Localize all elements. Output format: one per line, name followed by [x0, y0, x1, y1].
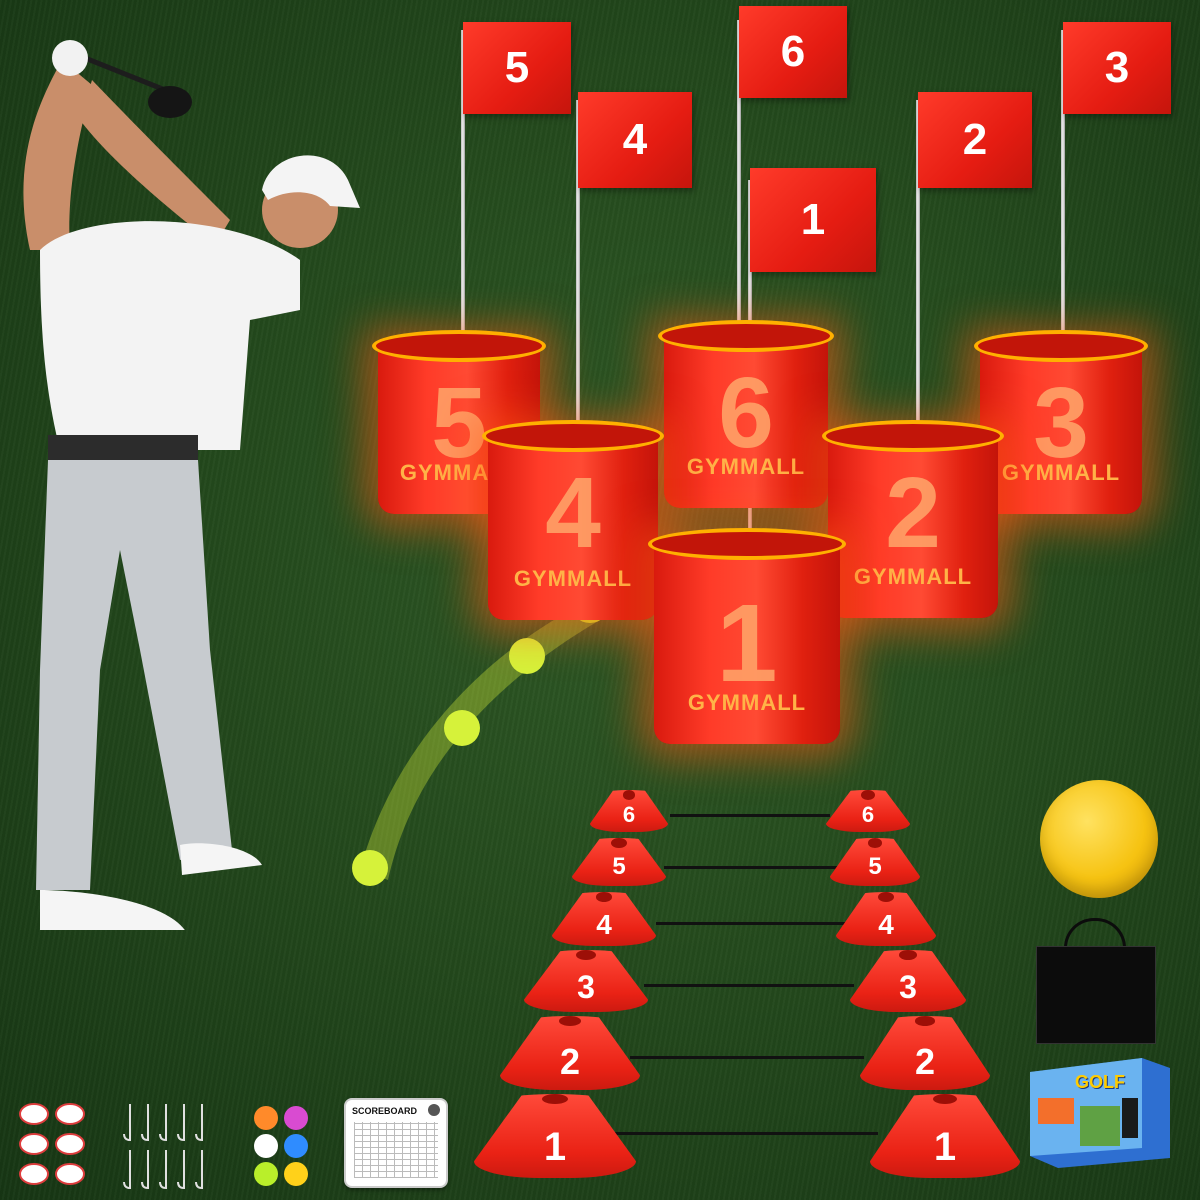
flag-6: 6 [739, 6, 847, 98]
cone-3-right: 3 [850, 950, 966, 1012]
target-bucket-4: 4 GYMMALL [482, 420, 664, 620]
carry-bag [1036, 946, 1156, 1044]
flag-4: 4 [578, 92, 692, 188]
bucket-number: 5 [431, 367, 487, 479]
cone-label: 3 [577, 968, 595, 1005]
cone-6-left: 6 [590, 790, 668, 832]
frisbee-disc [1040, 780, 1158, 898]
bucket-brand: GYMMALL [686, 454, 806, 479]
cone-1-right: 1 [870, 1094, 1020, 1178]
flag-1: 1 [750, 168, 876, 272]
cone-3-left: 3 [524, 950, 648, 1012]
cone-4-left: 4 [552, 892, 656, 946]
bucket-number: 3 [1033, 367, 1089, 479]
target-bucket-1: 1 GYMMALL [648, 528, 846, 744]
cone-2-left: 2 [500, 1016, 640, 1090]
bag-handle [1064, 918, 1126, 961]
scoreboard-grid [354, 1122, 438, 1178]
cone-2-right: 2 [860, 1016, 990, 1090]
cone-label: 5 [612, 853, 626, 881]
cone-label: 4 [596, 908, 612, 940]
flag-pole-2 [916, 100, 920, 450]
ground-hooks-icon [123, 1104, 203, 1190]
bucket-number: 1 [716, 582, 778, 705]
flag-5: 5 [463, 22, 571, 114]
ground-stakes-icon [19, 1103, 85, 1185]
scoreboard-clip-icon [428, 1104, 440, 1116]
cone-label: 2 [559, 1040, 581, 1082]
cone-rope-4 [656, 922, 846, 925]
cone-5-right: 5 [830, 838, 920, 886]
cone-label: 3 [899, 968, 917, 1005]
flag-pole-3 [1061, 30, 1065, 360]
target-bucket-6: 6 GYMMALL [658, 320, 834, 508]
target-bucket-2: 2 GYMMALL [822, 420, 1004, 618]
cone-label: 4 [878, 908, 894, 940]
bucket-brand: GYMMALL [687, 690, 807, 715]
cone-label: 5 [868, 853, 882, 881]
bucket-brand: GYMMALL [513, 566, 633, 591]
scoreboard-title: SCOREBOARD [352, 1106, 418, 1116]
bucket-number: 2 [885, 457, 941, 569]
golfer-figure [23, 40, 360, 930]
cone-rope-1 [614, 1132, 878, 1135]
flag-pole-4 [576, 100, 580, 450]
cone-label: 2 [914, 1040, 936, 1082]
flag-pole-5 [461, 30, 465, 360]
box-title: GOLF [1075, 1072, 1125, 1092]
cone-1-left: 1 [474, 1094, 636, 1178]
cone-label: 1 [543, 1124, 567, 1169]
flag-pole-6 [737, 20, 741, 340]
bucket-number: 4 [545, 457, 601, 569]
cone-5-left: 5 [572, 838, 666, 886]
target-bucket-3: 3 GYMMALL [974, 330, 1148, 514]
box-art [1030, 1058, 1170, 1168]
cone-label: 1 [933, 1124, 957, 1169]
bucket-number: 6 [718, 357, 774, 469]
cone-rope-3 [644, 984, 854, 987]
cone-rope-6 [670, 814, 830, 817]
bucket-brand: GYMMALL [853, 564, 973, 589]
cone-6-right: 6 [826, 790, 910, 832]
cone-label: 6 [622, 801, 636, 827]
game-box: GOLF [1030, 1058, 1170, 1168]
cone-4-right: 4 [836, 892, 936, 946]
cone-rope-2 [630, 1056, 864, 1059]
cone-rope-5 [664, 866, 840, 869]
flag-2: 2 [918, 92, 1032, 188]
scoreboard: SCOREBOARD [344, 1098, 448, 1188]
bucket-brand: GYMMALL [1001, 460, 1121, 485]
flag-3: 3 [1063, 22, 1171, 114]
cone-label: 6 [861, 801, 875, 827]
practice-balls-icon [254, 1106, 308, 1186]
